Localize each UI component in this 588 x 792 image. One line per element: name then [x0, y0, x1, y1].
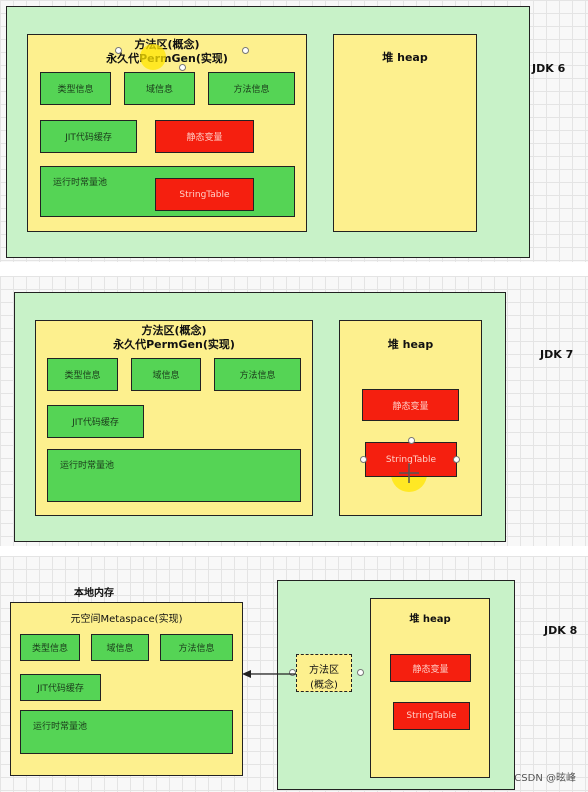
jdk6-selection-handle[interactable] — [179, 64, 186, 71]
jdk8-runtime-pool-label: 运行时常量池 — [33, 722, 88, 732]
jdk8-method-info: 方法信息 — [160, 634, 233, 661]
jdk6-panel: 方法区(概念) 永久代PermGen(实现) 类型信息 域信息 方法信息 JIT… — [0, 0, 588, 262]
jdk6-class-info: 类型信息 — [40, 72, 111, 105]
arrow-left-icon — [242, 670, 296, 678]
jdk8-selection-handle[interactable] — [357, 669, 364, 676]
jdk8-concept-line-1: 方法区 — [309, 665, 339, 676]
jdk7-static-vars: 静态变量 — [362, 389, 459, 421]
jdk7-class-info: 类型信息 — [47, 358, 118, 391]
jdk6-version-label: JDK 6 — [532, 62, 566, 75]
jdk6-heap-title: 堆 heap — [382, 51, 428, 64]
jdk7-method-area-subtitle: 永久代PermGen(实现) — [113, 338, 235, 351]
jdk6-static-vars: 静态变量 — [155, 120, 254, 153]
jdk8-native-memory-label: 本地内存 — [74, 588, 114, 599]
jdk8-runtime-pool: 运行时常量池 — [20, 710, 233, 754]
move-cursor-icon — [399, 463, 419, 483]
jdk8-panel: 本地内存 元空间Metaspace(实现) 类型信息 域信息 方法信息 JIT代… — [0, 556, 588, 792]
jdk6-selection-handle[interactable] — [242, 47, 249, 54]
jdk6-heap: 堆 heap — [333, 34, 477, 232]
jdk7-version-label: JDK 7 — [540, 348, 574, 361]
jdk7-heap-title: 堆 heap — [387, 338, 434, 351]
jdk7-selection-handle[interactable] — [408, 437, 415, 444]
jdk8-class-info: 类型信息 — [20, 634, 80, 661]
jdk8-heap-title: 堆 heap — [409, 614, 451, 625]
jdk7-panel: 方法区(概念) 永久代PermGen(实现) 类型信息 域信息 方法信息 JIT… — [0, 276, 588, 546]
jdk7-method-info: 方法信息 — [214, 358, 301, 391]
jdk7-jit-cache: JIT代码缓存 — [47, 405, 144, 438]
jdk6-field-info: 域信息 — [124, 72, 195, 105]
jdk8-field-info: 域信息 — [91, 634, 149, 661]
jdk8-heap: 堆 heap — [370, 598, 490, 778]
jdk6-jit-cache: JIT代码缓存 — [40, 120, 137, 153]
jdk7-selection-handle[interactable] — [453, 456, 460, 463]
jdk6-selection-handle[interactable] — [115, 47, 122, 54]
jdk6-method-info: 方法信息 — [208, 72, 295, 105]
jdk6-string-table: StringTable — [155, 178, 254, 211]
jdk8-version-label: JDK 8 — [544, 624, 578, 637]
jdk6-cursor-highlight — [140, 44, 166, 70]
jdk8-metaspace-title: 元空间Metaspace(实现) — [70, 614, 183, 625]
jdk7-field-info: 域信息 — [131, 358, 201, 391]
jdk8-concept-line-2: (概念) — [310, 680, 338, 691]
jdk7-method-area-title: 方法区(概念) — [141, 324, 207, 337]
jdk8-jit-cache: JIT代码缓存 — [20, 674, 101, 701]
jdk8-string-table: StringTable — [393, 702, 470, 730]
jdk6-method-area-title: 方法区(概念) — [134, 38, 200, 51]
jdk7-selection-handle[interactable] — [360, 456, 367, 463]
jdk6-runtime-pool-label: 运行时常量池 — [53, 178, 108, 188]
watermark: CSDN @昡峰 — [514, 773, 576, 784]
jdk8-method-area-concept[interactable]: 方法区 (概念) — [296, 654, 352, 692]
jdk8-selection-handle[interactable] — [289, 669, 296, 676]
jdk7-runtime-pool-label: 运行时常量池 — [60, 461, 115, 471]
jdk7-runtime-pool: 运行时常量池 — [47, 449, 301, 502]
jdk6-method-area-subtitle: 永久代PermGen(实现) — [106, 52, 228, 65]
jdk8-static-vars: 静态变量 — [390, 654, 471, 682]
